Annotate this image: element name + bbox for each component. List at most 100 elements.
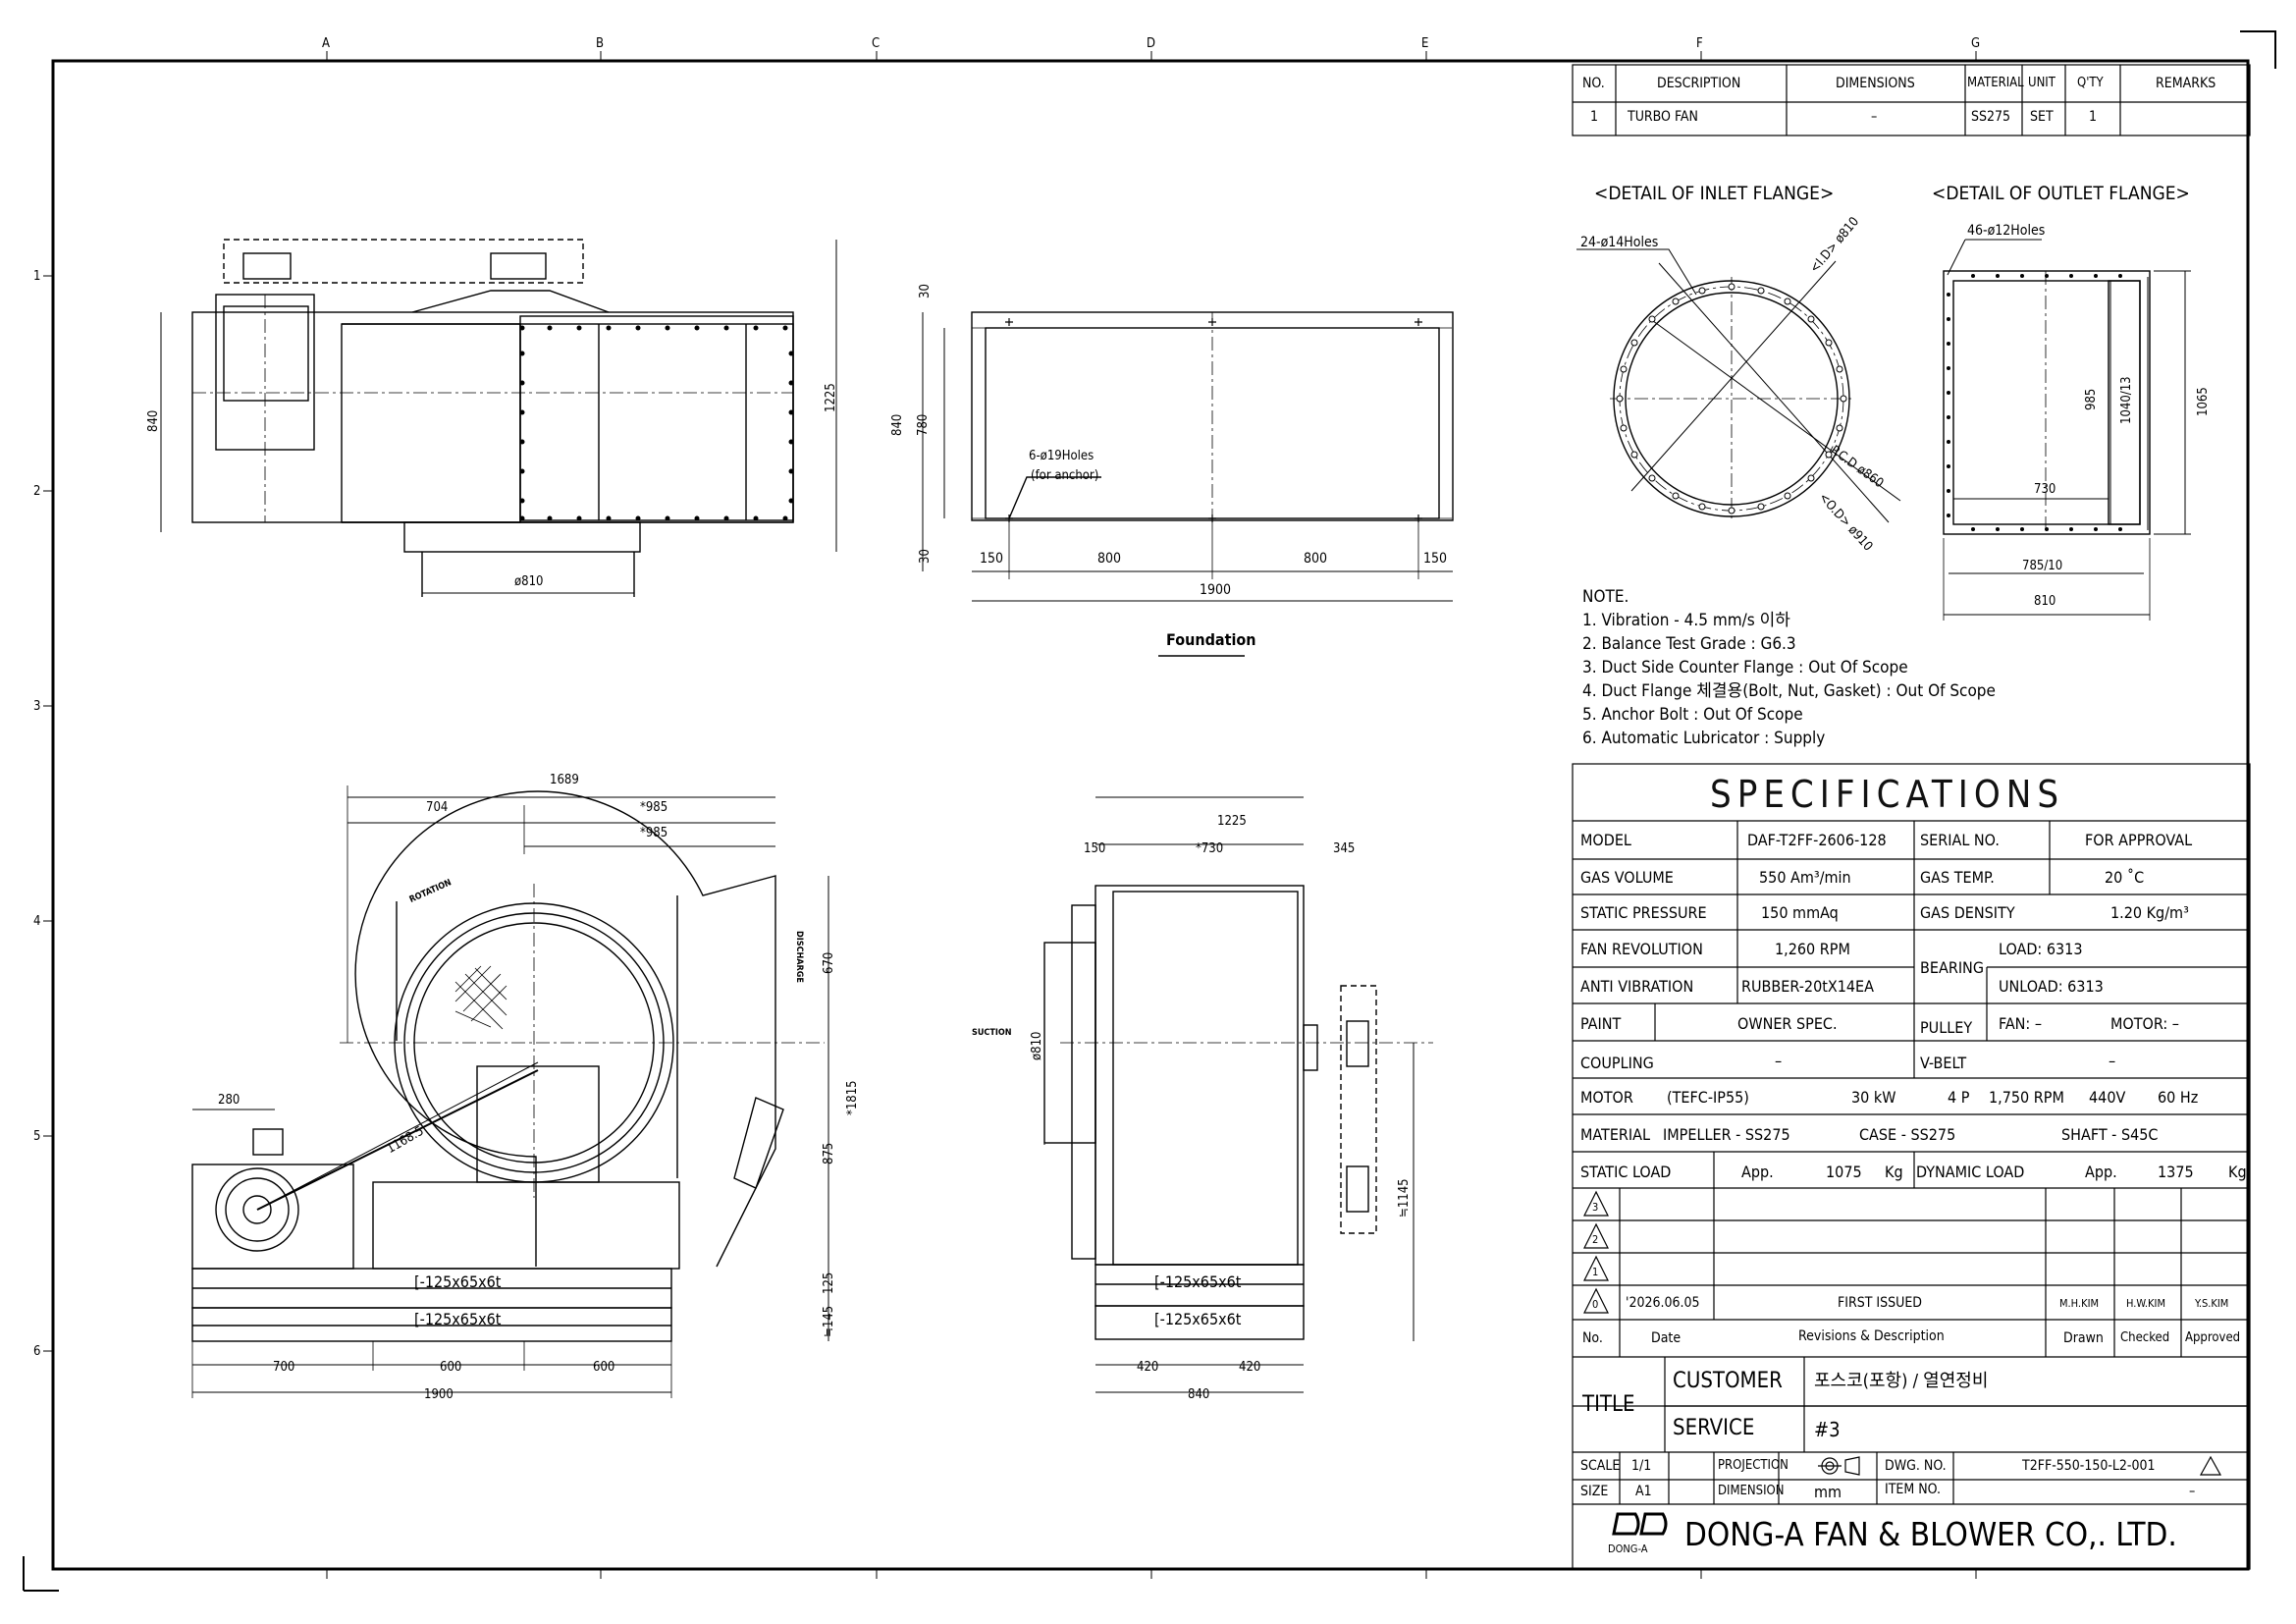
size-label: SIZE [1580,1484,1609,1499]
top-view-dim-height: 840 [146,409,161,432]
front-view-dim-145: ≒145 [822,1305,836,1337]
spec-table-grid [1572,763,2251,1570]
parts-header-unit: UNIT [2028,76,2056,90]
outlet-flange-total-h: 1065 [2196,387,2211,416]
parts-header-qty: Q'TY [2077,76,2104,90]
parts-row-qty: 1 [2089,109,2098,125]
rev-header-desc: Revisions & Description [1798,1328,1945,1344]
spec-motor-kw: 30 kW [1851,1088,1896,1107]
inlet-flange-bolts [1616,283,1847,514]
grid-col-a: A [322,36,330,51]
front-view-dim-875: 875 [822,1142,836,1164]
side-view-dim-b: *730 [1196,841,1224,856]
foundation-dim-top: 30 [918,284,933,298]
spec-anti-vib-label: ANTI VIBRATION [1580,977,1694,996]
spec-bearing-label: BEARING [1920,958,1984,977]
grid-row-2: 2 [33,484,41,499]
grid-col-e: E [1421,36,1429,51]
outlet-flange-pitch-w: 785/10 [2022,559,2063,573]
side-view-dim-c: 345 [1333,841,1356,856]
parts-table-grid [1572,64,2251,136]
front-view-bottom-total: 1900 [424,1387,454,1402]
grid-ticks [43,51,1977,1579]
foundation-holes-note: (for anchor) [1031,468,1099,483]
dimension-label: DIMENSION [1718,1484,1785,1498]
spec-material-label: MATERIAL [1580,1125,1651,1144]
outlet-flange-total-w: 810 [2034,594,2056,609]
foundation-title: Foundation [1166,630,1256,649]
spec-paint-label: PAINT [1580,1014,1622,1033]
top-view [160,239,837,597]
spec-motor-v: 440V [2089,1088,2126,1107]
spec-static-load-unit: Kg [1885,1163,1903,1181]
front-view-dim-125: 125 [822,1272,836,1294]
spec-gas-temp: 20 ˚C [2105,868,2145,887]
rev0-desc: FIRST ISSUED [1838,1295,1922,1311]
outlet-flange-title: <DETAIL OF OUTLET FLANGE> [1932,183,2190,204]
foundation-dim-bottom: 30 [918,549,933,564]
foundation-dim-h1: 840 [890,413,905,436]
rev-header-date: Date [1651,1330,1682,1346]
front-view-dim-670: 670 [822,951,836,974]
grid-row-1: 1 [33,269,41,284]
inlet-flange-holes: 24-ø14Holes [1580,235,1659,250]
parts-header-description: DESCRIPTION [1657,76,1741,91]
spec-fan-rev: 1,260 RPM [1775,940,1850,958]
spec-gas-volume-label: GAS VOLUME [1580,868,1674,887]
foundation-dim-h2: 780 [916,413,931,436]
corner-mark-bottom-left [23,1556,59,1592]
note-item: 4. Duct Flange 체결용(Bolt, Nut, Gasket) : … [1582,681,1996,701]
spec-model-label: MODEL [1580,831,1631,849]
spec-static-load: 1075 [1826,1163,1862,1181]
projection-symbol [1818,1456,1860,1476]
spec-coupling-label: COUPLING [1580,1054,1654,1072]
inlet-flange-view [1576,248,1901,523]
dwg-no-label: DWG. NO. [1885,1458,1947,1474]
grid-row-5: 5 [33,1129,41,1144]
spec-model: DAF-T2FF-2606-128 [1747,831,1887,849]
parts-header-material: MATERIAL [1967,76,2024,90]
top-view-dim-total: 1225 [824,383,838,412]
outlet-flange-outer-h: 1040/13 [2119,376,2134,424]
logo-text: DONG-A [1608,1543,1648,1555]
spec-static-load-app: App. [1741,1163,1774,1181]
size-value: A1 [1635,1484,1652,1499]
company-name: DONG-A FAN & BLOWER CO,. LTD. [1684,1515,2177,1553]
rev-header-no: No. [1582,1330,1603,1346]
customer-label: CUSTOMER [1673,1369,1783,1393]
rev0-date: '2026.06.05 [1626,1295,1700,1311]
service-label: SERVICE [1673,1416,1755,1440]
revision-triangles [1583,1190,2222,1476]
note-item: 3. Duct Side Counter Flange : Out Of Sco… [1582,658,1908,677]
foundation-seg-1: 150 [980,551,1004,567]
spec-fan-rev-label: FAN REVOLUTION [1580,940,1703,958]
side-view-suction: SUCTION [972,1028,1012,1038]
top-view-dim-inlet: ø810 [514,574,544,589]
spec-anti-vib: RUBBER-20tX14EA [1741,977,1874,996]
rev0-approved: Y.S.KIM [2195,1297,2229,1310]
scale-value: 1/1 [1631,1458,1652,1474]
specs-title: SPECIFICATIONS [1710,773,2065,816]
grid-col-b: B [596,36,605,51]
front-view-dim-c: *985 [640,826,668,840]
top-view-bolts [519,325,794,521]
rev0-drawn: M.H.KIM [2059,1297,2100,1310]
foundation-view [922,311,1454,657]
service-value: #3 [1814,1418,1841,1441]
parts-row-unit: SET [2030,109,2054,125]
side-view-bottom-total: 840 [1188,1387,1210,1402]
grid-col-c: C [872,36,881,51]
foundation-seg-4: 150 [1423,551,1448,567]
foundation-seg-2: 800 [1097,551,1122,567]
note-item: 2. Balance Test Grade : G6.3 [1582,634,1796,654]
parts-header-dimensions: DIMENSIONS [1836,76,1915,91]
spec-gas-density: 1.20 Kg/m³ [2110,903,2189,922]
dimension-value: mm [1814,1483,1842,1501]
parts-row-no: 1 [1590,109,1599,125]
side-view-dim-total: 1225 [1217,814,1247,829]
spec-impeller: IMPELLER - SS275 [1663,1125,1790,1144]
spec-shaft: SHAFT - S45C [2061,1125,2159,1144]
grid-col-g: G [1971,36,1981,51]
grid-col-f: F [1696,36,1703,51]
item-no-label: ITEM NO. [1885,1482,1941,1497]
